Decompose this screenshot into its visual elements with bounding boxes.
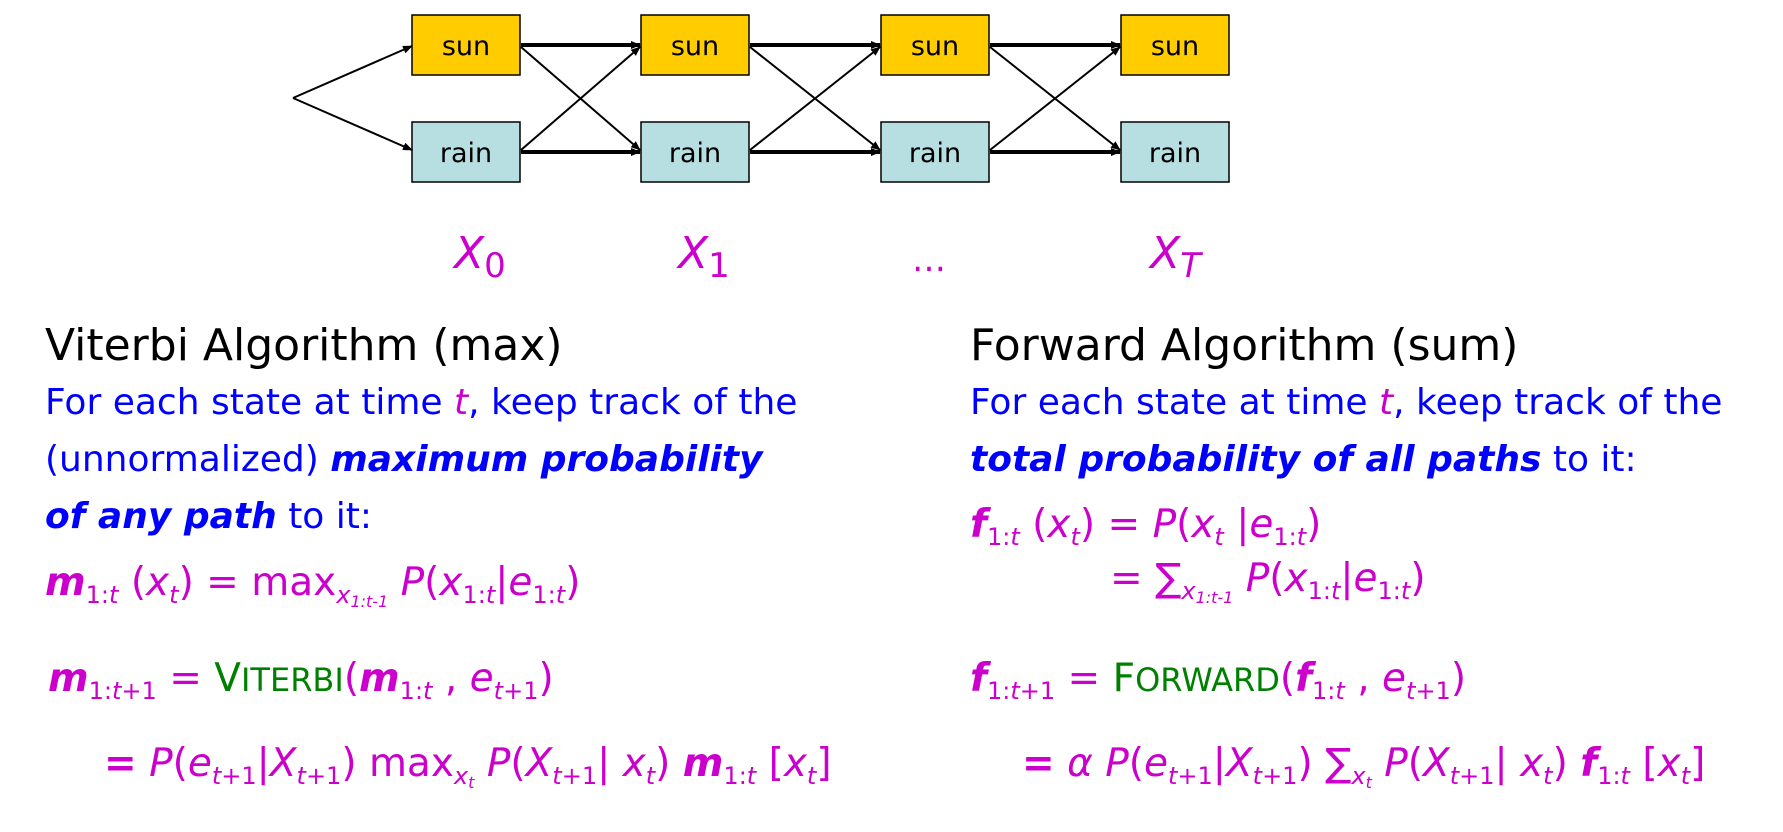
svg-text:rain: rain [669,138,721,169]
viterbi-equation-1: m1:t (xt) = maxx1:t-1 P(x1:t|e1:t) [45,560,581,611]
viterbi-title: Viterbi Algorithm (max) [45,320,563,371]
svg-text:sun: sun [671,31,719,62]
time-label-x0: X0 [454,228,506,286]
svg-text:rain: rain [1149,138,1201,169]
forward-section: Forward Algorithm (sum) For each state a… [970,318,1770,488]
viterbi-equation-2: m1:t+1 = VITERBI(m1:t , et+1) [48,656,554,705]
node-rain-2: rain [880,121,990,183]
node-sun-2: sun [880,14,990,76]
forward-title: Forward Algorithm (sum) [970,320,1519,371]
viterbi-section: Viterbi Algorithm (max) For each state a… [45,318,805,545]
forward-equation-1b: = ∑x1:t-1 P(x1:t|e1:t) [1110,556,1426,607]
node-rain-0: rain [411,121,521,183]
time-label-x1: X1 [678,228,730,286]
edge-rain-sun [749,46,881,151]
edge-rain-sun [989,46,1121,151]
svg-text:sun: sun [1151,31,1199,62]
node-rain-3: rain [1120,121,1230,183]
node-sun-1: sun [640,14,750,76]
node-rain-1: rain [640,121,750,183]
edge-start-sun [292,45,413,99]
edge-start-rain [292,97,413,151]
forward-equation-1a: f1:t (xt) = P(xt |e1:t) [970,502,1322,551]
node-sun-3: sun [1120,14,1230,76]
viterbi-description: For each state at time t, keep track of … [45,382,798,537]
time-ellipsis: … [912,240,946,280]
forward-equation-2: f1:t+1 = FORWARD(f1:t , et+1) [970,656,1467,705]
edge-rain-sun [520,46,641,151]
viterbi-equation-3: = P(et+1|Xt+1) maxxt P(Xt+1| xt) m1:t [x… [104,741,832,792]
svg-text:sun: sun [442,31,490,62]
hmm-trellis-diagram: sun rain sun rain sun rain sun rain [292,14,1230,183]
svg-text:rain: rain [909,138,961,169]
forward-description: For each state at time t, keep track of … [970,382,1723,480]
svg-text:sun: sun [911,31,959,62]
forward-equation-3: = α P(et+1|Xt+1) ∑xt P(Xt+1| xt) f1:t [x… [1022,741,1706,792]
node-sun-0: sun [411,14,521,76]
svg-text:rain: rain [440,138,492,169]
time-label-xT: XT [1150,228,1201,286]
